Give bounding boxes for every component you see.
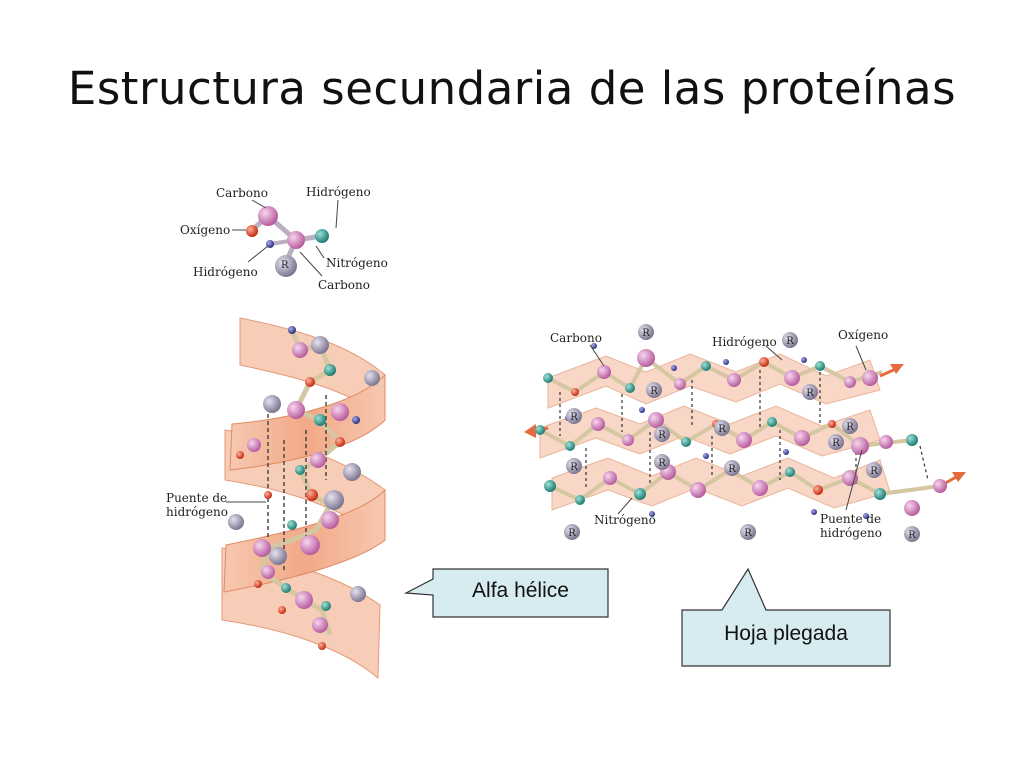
r-group-label: R — [870, 466, 878, 477]
r-group-label: R — [568, 528, 576, 539]
label-nitrogeno: Nitrógeno — [594, 513, 656, 527]
callout-hoja-plegada: Hoja plegada — [724, 622, 848, 645]
label-hidrogeno: Hidrógeno — [712, 335, 777, 349]
label-carbono: Carbono — [550, 331, 602, 345]
oxygen-atom — [246, 225, 258, 237]
r-group-label: R — [642, 328, 650, 339]
label-puente-line2: hidrógeno — [166, 505, 228, 519]
callout-alfa-helice: Alfa hélice — [472, 579, 569, 602]
r-group-label: R — [658, 430, 666, 441]
r-group-label: R — [846, 422, 854, 433]
label-nitrogeno: Nitrógeno — [326, 256, 388, 270]
carbon-atom — [287, 231, 305, 249]
alpha-helix-diagram — [221, 317, 386, 680]
label-puente-line1: Puente de — [820, 512, 882, 526]
r-group-label: R — [570, 412, 578, 423]
r-group-label: R — [908, 530, 916, 541]
r-group-label: R — [658, 458, 666, 469]
peptide-unit-diagram — [232, 199, 339, 277]
r-group-atoms — [564, 324, 920, 542]
slide-title: Estructura secundaria de las proteínas — [67, 62, 957, 115]
label-puente-line2: hidrógeno — [820, 526, 882, 540]
r-group-atom — [275, 255, 297, 277]
beta-sheet-diagram — [524, 324, 966, 542]
label-puente-line1: Puente de — [166, 491, 228, 505]
label-hidrogeno: Hidrógeno — [306, 185, 371, 199]
r-group-label: R — [744, 528, 752, 539]
r-group-label: R — [650, 386, 658, 397]
label-oxigeno: Oxígeno — [180, 223, 231, 237]
callout-alfa-shape — [403, 568, 609, 618]
label-hidrogeno: Hidrógeno — [193, 265, 258, 279]
label-carbono: Carbono — [216, 186, 268, 200]
carbon-atom — [258, 206, 278, 226]
r-group-label: R — [718, 424, 726, 435]
r-group-label: R — [728, 464, 736, 475]
r-group-label: R — [570, 462, 578, 473]
r-group-label: R — [806, 388, 814, 399]
r-group-label: R — [832, 438, 840, 449]
label-r-group: R — [281, 260, 289, 271]
nitrogen-atom — [315, 229, 329, 243]
label-oxigeno: Oxígeno — [838, 328, 889, 342]
label-carbono: Carbono — [318, 278, 370, 292]
direction-arrow-icon — [879, 364, 904, 378]
r-group-label: R — [786, 336, 794, 347]
callout-hoja-shape — [681, 567, 891, 667]
